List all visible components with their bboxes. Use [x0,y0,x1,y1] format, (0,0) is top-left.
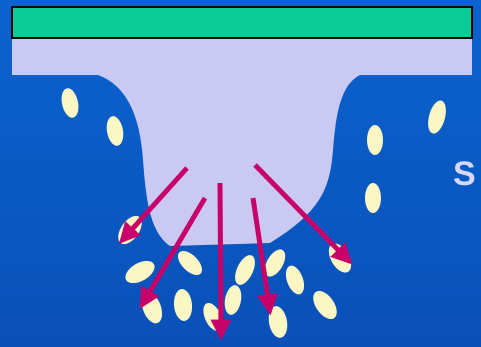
arrow [220,183,221,330]
top-plate [12,7,472,38]
particle [365,183,381,213]
partial-label: S [453,155,476,193]
particle [367,125,383,155]
